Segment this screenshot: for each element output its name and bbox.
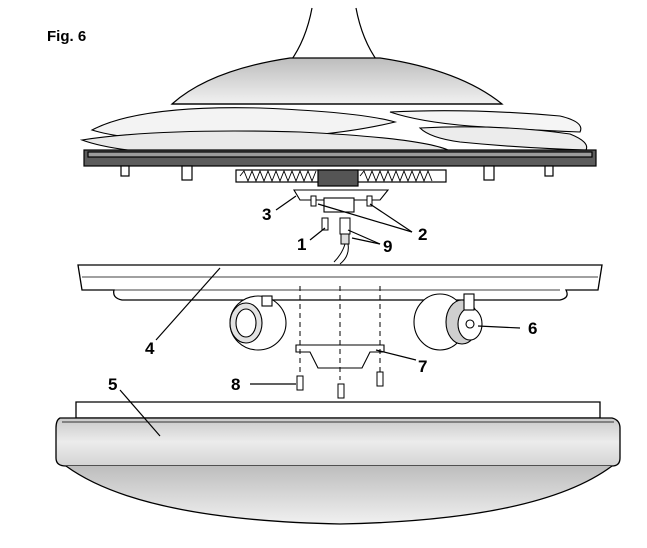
callout-8: 8: [231, 375, 240, 394]
glass-bowl: [55, 401, 621, 525]
wire-connectors: [321, 217, 351, 265]
left-lamp-socket: [229, 295, 287, 351]
callout-4: 4: [145, 339, 155, 358]
callout-7: 7: [418, 357, 427, 376]
center-cup: [295, 344, 385, 369]
callout-3: 3: [262, 205, 271, 224]
housing-screws: [296, 371, 384, 399]
callout-2: 2: [418, 225, 427, 244]
callout-5: 5: [108, 375, 117, 394]
fan-motor-housing: [170, 7, 504, 105]
alignment-lines: [299, 286, 381, 380]
figure-title: Fig. 6: [47, 28, 86, 45]
light-kit-housing: [77, 264, 603, 301]
right-lamp-socket: [413, 293, 483, 351]
leader-lines: [119, 195, 521, 437]
callout-9: 9: [383, 237, 392, 256]
callout-6: 6: [528, 319, 537, 338]
fan-blades: [81, 107, 588, 157]
fan-body-plate: [83, 149, 597, 187]
callout-1: 1: [297, 235, 306, 254]
plate-screws: [310, 195, 373, 207]
mounting-plate: [293, 189, 390, 213]
